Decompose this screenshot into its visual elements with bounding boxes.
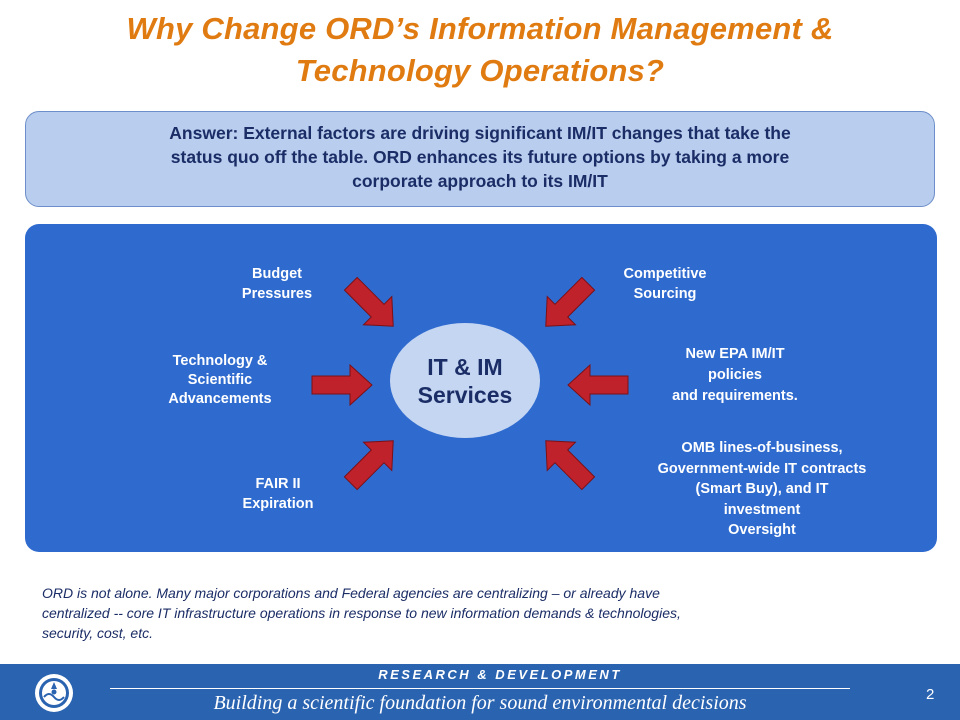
factor-omb-line-3: (Smart Buy), and IT — [695, 481, 829, 497]
factor-technology-line-1: Technology & — [172, 353, 268, 369]
technology-arrow-icon — [311, 364, 373, 406]
factor-fair-line-1: FAIR II — [255, 476, 301, 492]
context-note: ORD is not alone. Many major corporation… — [42, 583, 932, 643]
answer-line-3: corporate approach to its IM/IT — [352, 171, 608, 191]
factor-epa-line-2: policies — [708, 367, 762, 383]
note-line-2: centralized -- core IT infrastructure op… — [42, 605, 681, 621]
center-label-line-1: IT & IM — [427, 353, 503, 380]
factor-omb-line-1: OMB lines-of-business, — [681, 440, 843, 456]
note-line-3: security, cost, etc. — [42, 625, 153, 641]
slide-title-line-1: Why Change ORD’s Information Management … — [126, 11, 834, 46]
answer-line-1: Answer: External factors are driving sig… — [169, 123, 791, 143]
footer-tagline: Building a scientific foundation for sou… — [213, 692, 747, 714]
page-number: 2 — [926, 686, 935, 703]
slide-title-line-2: Technology Operations? — [295, 53, 665, 88]
slide-title: Why Change ORD’s Information Management … — [0, 8, 960, 92]
factor-competitive-line-2: Sourcing — [633, 286, 697, 302]
footer-heading: RESEARCH & DEVELOPMENT — [378, 667, 622, 682]
factor-competitive-line-1: Competitive — [623, 266, 707, 282]
factor-epa-line-3: and requirements. — [672, 388, 798, 404]
factor-budget-line-2: Pressures — [241, 286, 313, 302]
factor-omb-line-5: Oversight — [728, 522, 796, 538]
factor-omb-line-4: investment — [723, 501, 801, 518]
factor-new-epa-policies: New EPA IM/IT policies and requirements. — [635, 344, 835, 407]
note-line-1: ORD is not alone. Many major corporation… — [42, 585, 660, 601]
factor-epa-line-1: New EPA IM/IT — [685, 346, 785, 362]
factor-omb-line-2: Government-wide IT contracts — [657, 460, 867, 477]
answer-line-2: status quo off the table. ORD enhances i… — [170, 147, 790, 167]
factor-budget-line-1: Budget — [252, 266, 302, 282]
factor-competitive-sourcing: Competitive Sourcing — [590, 264, 740, 304]
footer-bar — [0, 664, 960, 720]
answer-box: Answer: External factors are driving sig… — [25, 111, 935, 207]
factor-technology-line-2: Scientific — [187, 372, 253, 388]
footer-divider — [110, 688, 850, 689]
factor-technology-advancements: Technology & Scientific Advancements — [140, 352, 300, 409]
factor-fair-line-2: Expiration — [242, 496, 314, 512]
factor-budget-pressures: Budget Pressures — [212, 264, 342, 304]
fair-arrow-icon — [336, 426, 408, 498]
factor-fair-expiration: FAIR II Expiration — [213, 474, 343, 514]
factor-technology-line-3: Advancements — [168, 391, 272, 407]
epa-arrow-icon — [567, 364, 629, 406]
factor-omb-oversight: OMB lines-of-business, Government-wide I… — [612, 438, 912, 541]
omb-arrow-icon — [531, 426, 603, 498]
epa-seal-icon — [35, 674, 73, 712]
center-label-line-2: Services — [417, 381, 513, 408]
budget-arrow-icon — [336, 269, 408, 341]
it-im-services-ellipse: IT & IM Services — [390, 323, 540, 438]
